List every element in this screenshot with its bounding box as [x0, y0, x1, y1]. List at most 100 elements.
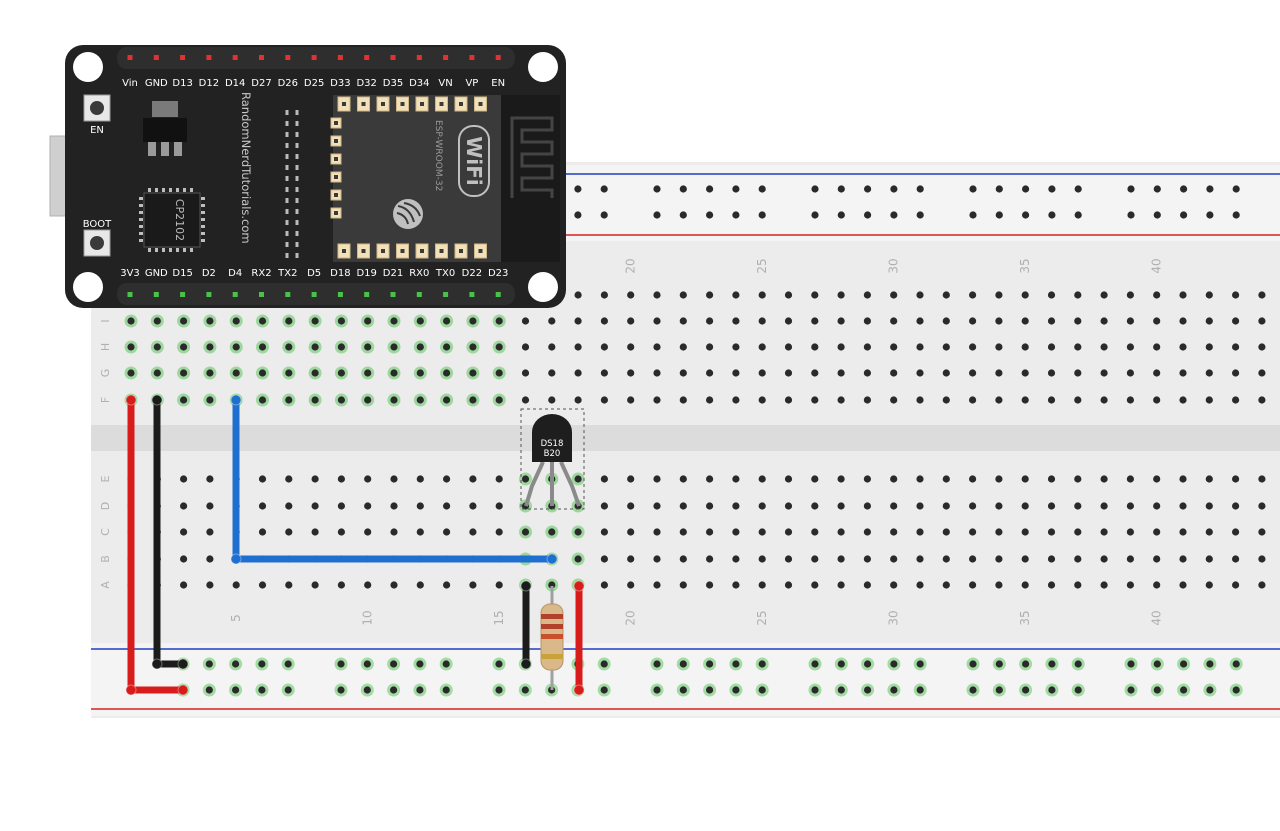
- hole-B39: [1126, 555, 1134, 563]
- hole-H29: [863, 343, 872, 351]
- top-pin-label: D26: [278, 78, 298, 89]
- chip-pin: [148, 188, 151, 192]
- chip-pin: [139, 218, 143, 221]
- hole-F44: [1258, 396, 1266, 404]
- hole-A19: [600, 581, 609, 589]
- rail-bottom-red-4-3: [890, 686, 898, 694]
- rail-bottom-blue-6-0: [1127, 660, 1135, 668]
- hole-G20: [627, 369, 635, 377]
- rail-bottom-red-5-4: [1074, 686, 1082, 694]
- hole-D30: [890, 502, 898, 510]
- rail-bottom-red-2-0: [495, 686, 503, 694]
- hole-E25: [758, 475, 766, 483]
- hole-A22: [679, 581, 687, 589]
- rail-bottom-red-3-2: [706, 686, 714, 694]
- hole-A43: [1232, 581, 1240, 589]
- hole-D33: [969, 502, 977, 510]
- bottom-pin: [206, 292, 212, 297]
- hole-I35: [1021, 317, 1029, 325]
- hole-D38: [1100, 502, 1108, 510]
- rail-bottom-blue-1-2: [390, 660, 398, 668]
- hole-C22: [679, 528, 687, 536]
- rail-top-blue-5-3: [1048, 185, 1056, 193]
- rail-bottom-red-3-4: [758, 686, 766, 694]
- hole-C28: [837, 528, 845, 536]
- hole-I12: [416, 317, 424, 325]
- hole-H6: [258, 343, 267, 351]
- hole-B35: [1021, 555, 1029, 563]
- hole-G1: [127, 369, 135, 377]
- hole-G36: [1047, 369, 1056, 377]
- module-pad-hole: [342, 102, 346, 106]
- boot-button-cap: [90, 236, 104, 250]
- hole-C26: [784, 528, 793, 536]
- rail-bottom-red-4-2: [864, 686, 872, 694]
- rail-bottom-blue-3-4: [758, 660, 766, 668]
- hole-H36: [1047, 343, 1056, 351]
- hole-C43: [1232, 528, 1240, 536]
- hole-G25: [758, 369, 766, 377]
- hole-J30: [890, 291, 898, 299]
- hole-B24: [732, 555, 740, 563]
- hole-H15: [495, 343, 503, 351]
- hole-I29: [863, 317, 872, 325]
- column-number-bottom: 40: [1150, 610, 1164, 625]
- hole-D36: [1047, 502, 1056, 510]
- hole-E9: [337, 475, 345, 483]
- rail-top-red-5-0: [969, 211, 977, 219]
- hole-J22: [679, 291, 687, 299]
- hole-B41: [1179, 555, 1187, 563]
- hole-A15: [495, 581, 503, 589]
- hole-I15: [495, 317, 503, 325]
- bottom-pin-label: D23: [488, 268, 508, 279]
- hole-J43: [1232, 291, 1240, 299]
- hole-D29: [863, 502, 872, 510]
- bottom-pin-label: D21: [383, 268, 403, 279]
- rail-bottom-red-3-1: [679, 686, 687, 694]
- hole-I11: [390, 317, 398, 325]
- chip-pin: [176, 188, 179, 192]
- hole-B4: [206, 555, 214, 563]
- regulator-leg-2: [161, 142, 169, 156]
- resistor-band-2: [541, 624, 563, 629]
- hole-B31: [916, 555, 924, 563]
- hole-I16: [521, 317, 530, 325]
- hole-H42: [1205, 343, 1213, 351]
- module-pad-hole: [334, 211, 338, 215]
- hole-I1: [127, 317, 135, 325]
- hole-E41: [1179, 475, 1187, 483]
- hole-H5: [232, 343, 240, 351]
- rail-top-red-5-4: [1074, 211, 1082, 219]
- hole-H18: [574, 343, 582, 351]
- hole-C18: [574, 528, 582, 536]
- hole-H11: [390, 343, 398, 351]
- chip-pin: [148, 248, 151, 252]
- chip-pin: [183, 248, 186, 252]
- hole-B42: [1205, 555, 1213, 563]
- hole-A34: [995, 581, 1003, 589]
- rail-bottom-blue-0-3: [258, 660, 266, 668]
- hole-A10: [364, 581, 372, 589]
- rail-bottom-blue-6-4: [1232, 660, 1240, 668]
- hole-C41: [1179, 528, 1187, 536]
- top-pin-label: D32: [356, 78, 376, 89]
- rail-top-blue-3-0: [653, 185, 661, 193]
- hole-F39: [1126, 396, 1134, 404]
- hole-I43: [1232, 317, 1240, 325]
- rail-top-red-3-0: [653, 211, 661, 219]
- hole-A37: [1074, 581, 1082, 589]
- hole-J18: [574, 291, 582, 299]
- rail-top-red-5-3: [1048, 211, 1056, 219]
- top-pin: [390, 55, 396, 60]
- hole-F30: [890, 396, 898, 404]
- wifi-logo-text: WiFi: [462, 136, 486, 185]
- hole-H23: [706, 343, 714, 351]
- hole-C42: [1205, 528, 1213, 536]
- hole-D26: [784, 502, 793, 510]
- column-number-top: 30: [887, 258, 901, 273]
- bottom-pin: [311, 292, 317, 297]
- hole-B23: [706, 555, 714, 563]
- hole-D11: [390, 502, 398, 510]
- hole-I39: [1126, 317, 1134, 325]
- hole-I6: [258, 317, 267, 325]
